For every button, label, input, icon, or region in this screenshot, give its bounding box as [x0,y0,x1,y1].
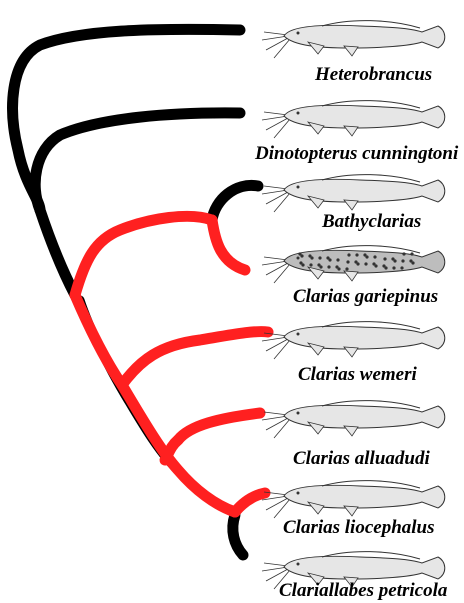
branch-red-clade-root [75,216,212,295]
taxon-label-heterobrancus: Heterobrancus [315,65,432,84]
fish-illustration-gariepinus [260,231,460,291]
branch-alluadudi-stem [165,440,178,460]
branch-wemeri [122,332,268,385]
branch-red-backbone [75,295,235,512]
fish-illustration-heterobrancus [260,6,460,66]
branch-alluadudi [178,413,260,440]
taxon-label-liocephalus: Clarias liocephalus [283,518,435,537]
taxon-label-petricola: Clariallabes petricola [279,581,447,600]
branch-bathyclarias-top [212,185,258,220]
fish-illustration-wemeri [260,307,460,367]
fish-illustration-alluadudi [260,386,460,446]
taxon-label-bathyclarias: Bathyclarias [322,212,421,231]
branch-dinotopterus [35,113,240,295]
fish-illustration-dinotopterus [260,86,460,146]
taxon-label-gariepinus: Clarias gariepinus [293,287,438,306]
taxon-label-wemeri: Clarias wemeri [298,365,417,384]
branch-gariepinus [212,220,245,270]
branch-petricola [233,515,243,555]
